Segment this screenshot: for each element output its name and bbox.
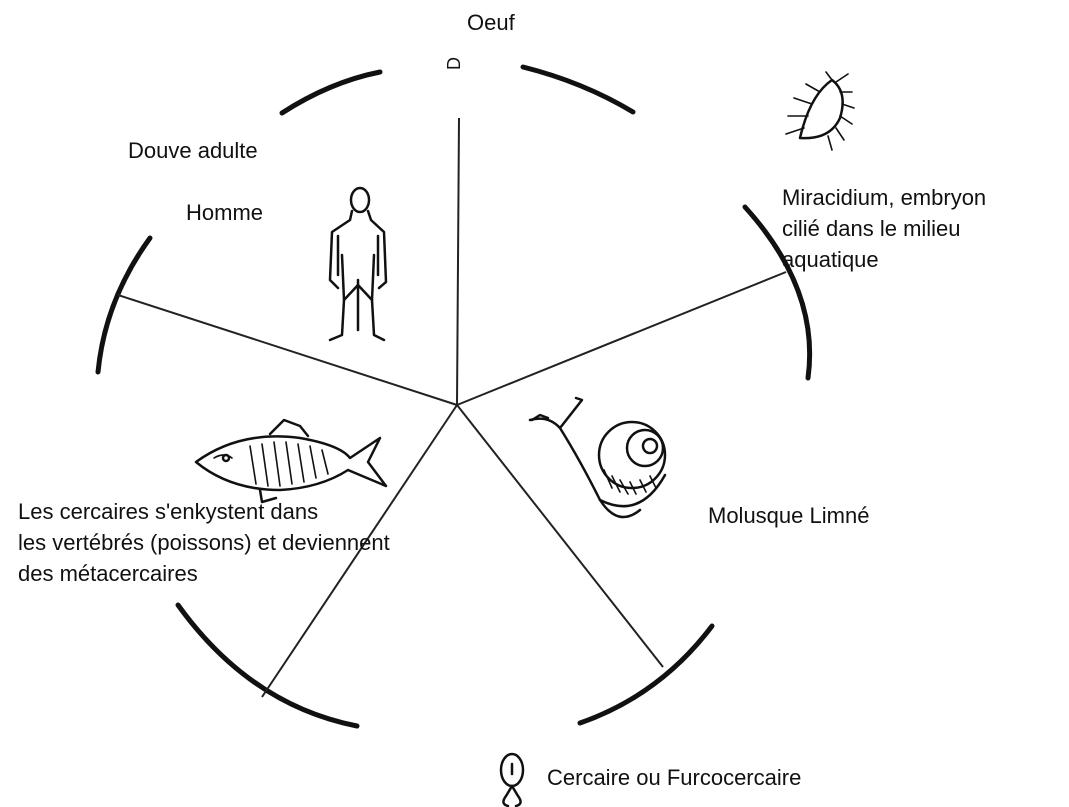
spoke-lower-right	[457, 405, 663, 667]
cycle-arcs	[98, 67, 810, 726]
label-cercaires-line-3: des métacercaires	[18, 561, 198, 586]
arc-top-right	[523, 67, 633, 112]
miracidium-larva-icon	[786, 72, 854, 150]
label-oeuf: Oeuf	[467, 10, 516, 35]
label-mollusque: Molusque Limné	[708, 503, 869, 528]
label-miracidium-line-3: aquatique	[782, 247, 879, 272]
human-figure-icon	[330, 188, 386, 340]
cercaria-icon	[501, 754, 523, 806]
label-miracidium-line-1: Miracidium, embryon	[782, 185, 986, 210]
label-douve-adulte: Douve adulte	[128, 138, 258, 163]
label-miracidium: Miracidium, embryon cilié dans le milieu…	[782, 185, 992, 272]
fish-icon	[196, 420, 386, 502]
label-cercaires-line-2: les vertébrés (poissons) et deviennent	[18, 530, 390, 555]
spoke-right	[457, 272, 786, 405]
arc-bottom-right	[580, 626, 712, 723]
label-cercaire: Cercaire ou Furcocercaire	[547, 765, 801, 790]
snail-icon	[530, 398, 665, 517]
arc-top-left	[282, 72, 380, 113]
spoke-left	[118, 295, 457, 405]
label-d-mark: D	[444, 57, 464, 70]
arc-bottom-left	[178, 605, 357, 726]
label-cercaires-line-1: Les cercaires s'enkystent dans	[18, 499, 318, 524]
label-miracidium-line-2: cilié dans le milieu	[782, 216, 961, 241]
label-homme: Homme	[186, 200, 263, 225]
spoke-up	[457, 118, 459, 405]
label-cercaires-enkystent: Les cercaires s'enkystent dans les verté…	[18, 499, 396, 586]
arc-left	[98, 238, 150, 372]
